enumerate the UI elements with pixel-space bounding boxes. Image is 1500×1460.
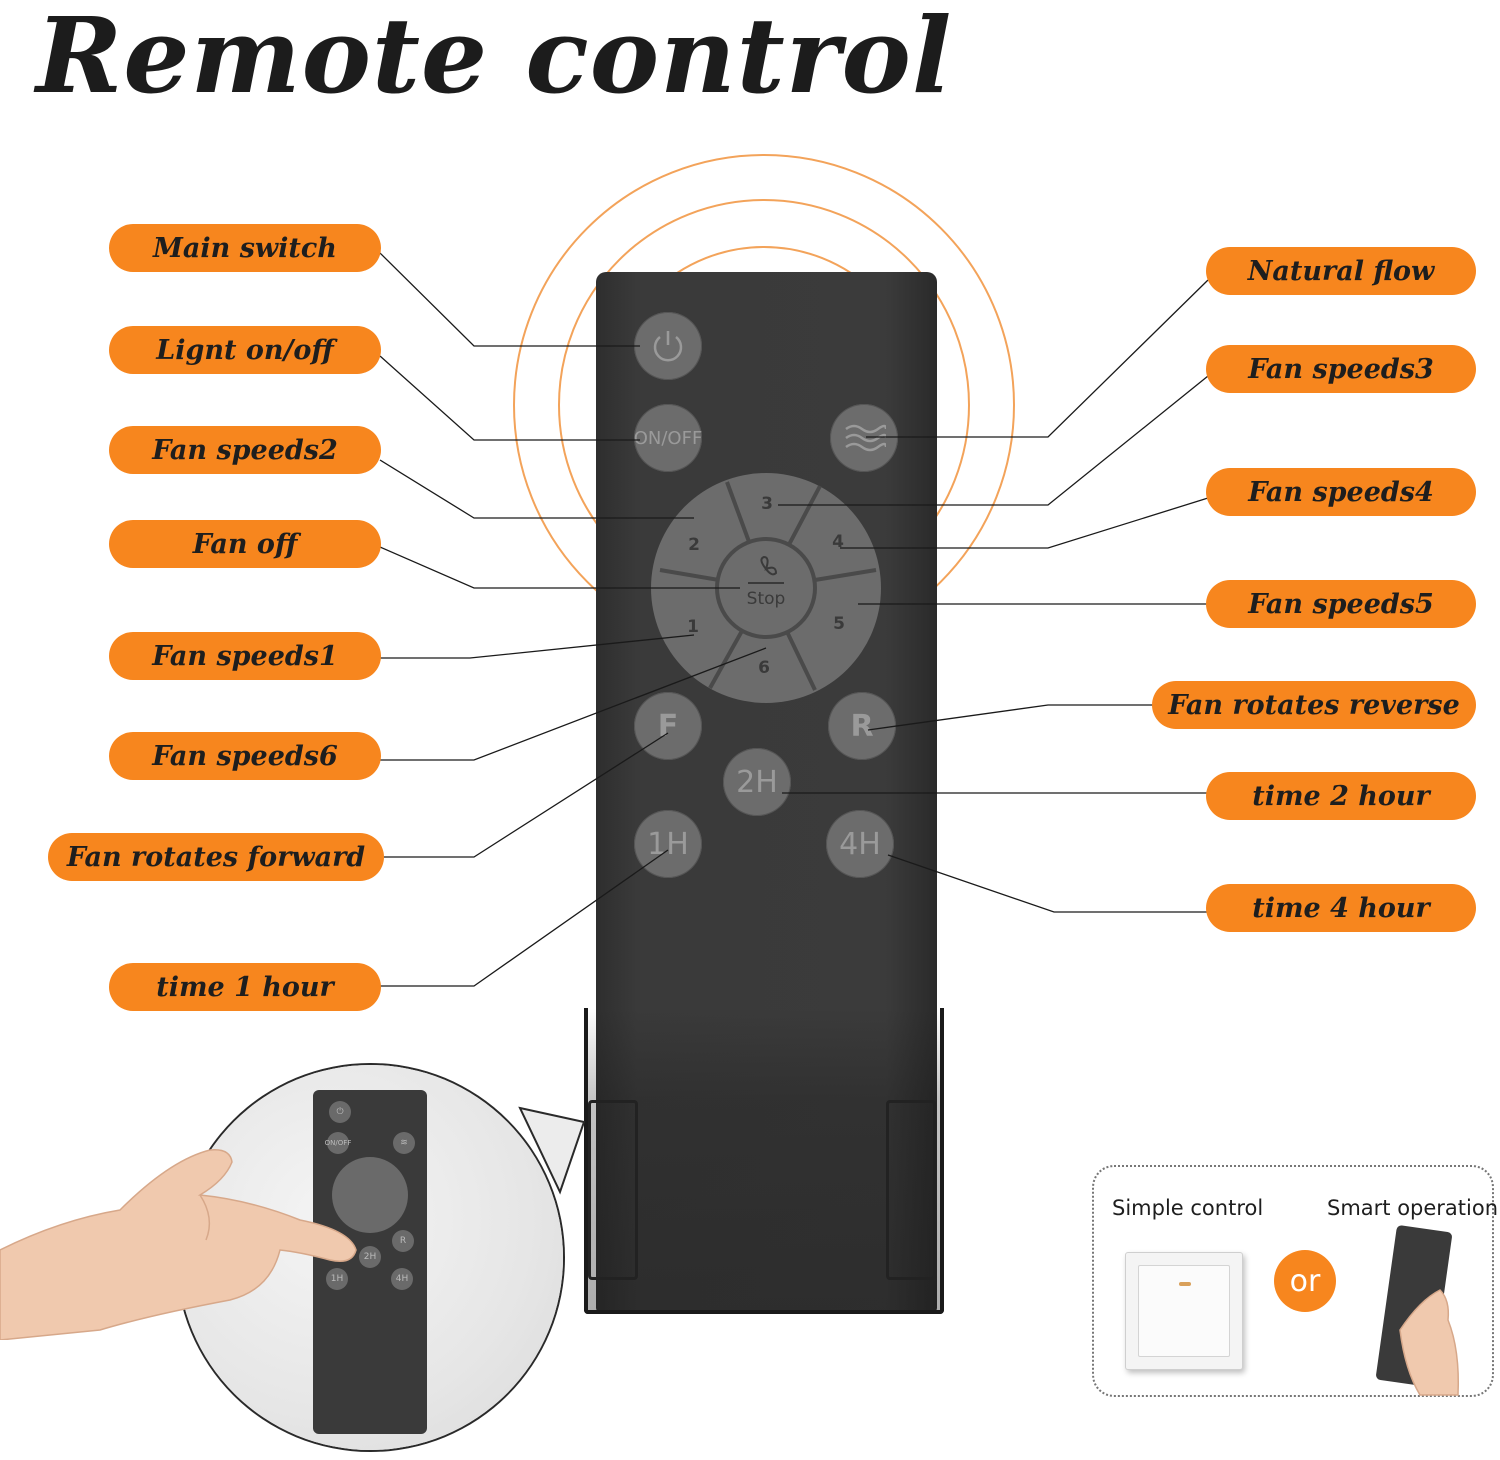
reverse-button[interactable]: R (828, 692, 896, 760)
fan-icon (748, 555, 784, 584)
speed-3-button[interactable]: 3 (761, 494, 773, 514)
mini-2h-button: 2H (359, 1246, 381, 1268)
label-fan-speeds4: Fan speeds4 (1206, 468, 1476, 516)
switch-indicator (1179, 1282, 1191, 1286)
label-fan-speeds2: Fan speeds2 (109, 426, 381, 474)
speed-5-button[interactable]: 5 (833, 614, 845, 634)
speed-2-button[interactable]: 2 (688, 535, 700, 555)
forward-button[interactable]: F (634, 692, 702, 760)
label-fan-speeds6: Fan speeds6 (109, 732, 381, 780)
label-fan-forward: Fan rotates forward (48, 833, 384, 881)
label-fan-speeds5: Fan speeds5 (1206, 580, 1476, 628)
label-fan-off: Fan off (109, 520, 381, 568)
holder-tab-left (588, 1100, 638, 1280)
label-fan-speeds1: Fan speeds1 (109, 632, 381, 680)
hand-illustration (0, 1149, 357, 1340)
light-onoff-button[interactable]: ON/OFF (634, 404, 702, 472)
label-light: Lignt on/off (109, 326, 381, 374)
mini-wave-icon: ≋ (393, 1132, 415, 1154)
label-natural-flow: Natural flow (1206, 247, 1476, 295)
mini-4h-button: 4H (391, 1268, 413, 1290)
page-title: Remote control (36, 0, 953, 117)
label-fan-speeds3: Fan speeds3 (1206, 345, 1476, 393)
speed-1-button[interactable]: 1 (687, 617, 699, 637)
remote-holder (584, 1008, 944, 1314)
mini-1h-button: 1H (326, 1268, 348, 1290)
simple-control-label: Simple control (1112, 1196, 1264, 1220)
speed-4-button[interactable]: 4 (832, 532, 844, 552)
label-time4: time 4 hour (1206, 884, 1476, 932)
smart-operation-label: Smart operation (1327, 1196, 1499, 1220)
timer-2h-button[interactable]: 2H (723, 748, 791, 816)
label-time1: time 1 hour (109, 963, 381, 1011)
holder-tab-right (886, 1100, 936, 1280)
comparison-box (1092, 1165, 1494, 1397)
or-badge: or (1274, 1250, 1336, 1312)
speed-6-button[interactable]: 6 (758, 658, 770, 678)
mini-r-button: R (392, 1230, 414, 1252)
mini-dial (332, 1157, 408, 1233)
mini-power-icon: ⏻ (329, 1101, 351, 1123)
natural-flow-button[interactable] (830, 404, 898, 472)
wave-icon (845, 424, 886, 452)
power-button[interactable] (634, 312, 702, 380)
power-icon (653, 331, 683, 362)
wall-switch (1125, 1252, 1243, 1370)
label-main-switch: Main switch (109, 224, 381, 272)
mini-onoff-button: ON/OFF (325, 1132, 351, 1154)
timer-4h-button[interactable]: 4H (826, 810, 894, 878)
wall-switch-key (1138, 1265, 1230, 1357)
stop-label: Stop (746, 589, 786, 609)
label-fan-reverse: Fan rotates reverse (1152, 681, 1476, 729)
label-time2: time 2 hour (1206, 772, 1476, 820)
